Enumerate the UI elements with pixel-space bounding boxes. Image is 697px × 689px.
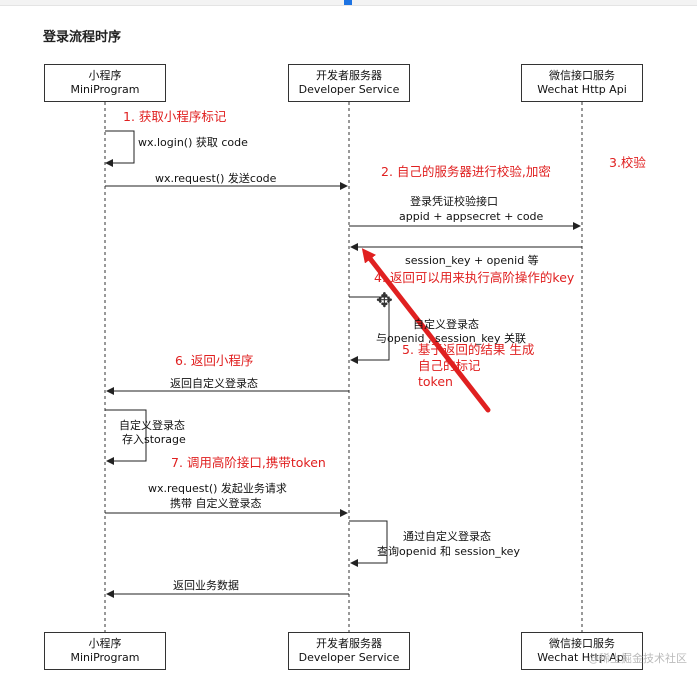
diagram-title: 登录流程时序 xyxy=(43,30,122,45)
msg-query-line2: 查询openid 和 session_key xyxy=(377,545,520,558)
msg-store-line2: 存入storage xyxy=(122,433,186,446)
participant-wechat-api-bottom: 微信接口服务 Wechat Http Api xyxy=(521,632,643,670)
move-cursor-icon: ✥ xyxy=(376,288,393,312)
arrow-query xyxy=(349,520,388,567)
red-annotation-arrow xyxy=(361,248,491,413)
participant-wechat-api-top: 微信接口服务 Wechat Http Api xyxy=(521,64,643,102)
participant-label: 微信接口服务 xyxy=(549,637,615,650)
participant-developer-service-bottom: 开发者服务器 Developer Service xyxy=(288,632,410,670)
msg-verify-line2: appid + appsecret + code xyxy=(399,210,544,223)
msg-return-state: 返回自定义登录态 xyxy=(170,377,258,390)
participant-sublabel: Developer Service xyxy=(298,651,400,664)
msg-session-return: session_key + openid 等 xyxy=(405,254,539,267)
msg-query-line1: 通过自定义登录态 xyxy=(403,530,491,543)
arrow-custom-state xyxy=(349,296,390,364)
msg-custom-state-line2: 与openid , session_key 关联 xyxy=(376,332,526,345)
participant-miniprogram-top: 小程序 MiniProgram xyxy=(44,64,166,102)
annotation-step-3: 3.校验 xyxy=(609,155,646,170)
msg-biz-line1: wx.request() 发起业务请求 xyxy=(148,482,287,495)
participant-label: 小程序 xyxy=(88,69,122,82)
participant-miniprogram-bottom: 小程序 MiniProgram xyxy=(44,632,166,670)
participant-sublabel: Wechat Http Api xyxy=(537,83,627,96)
participant-label: 开发者服务器 xyxy=(316,69,382,82)
participant-developer-service-top: 开发者服务器 Developer Service xyxy=(288,64,410,102)
participant-label: 微信接口服务 xyxy=(549,69,615,82)
annotation-step-4: 4. 返回可以用来执行高阶操作的key xyxy=(374,270,575,285)
participant-sublabel: Wechat Http Api xyxy=(537,651,627,664)
msg-biz-return: 返回业务数据 xyxy=(173,579,239,592)
participant-label: 小程序 xyxy=(88,637,122,650)
msg-wx-login: wx.login() 获取 code xyxy=(138,136,248,149)
top-bar-marker xyxy=(344,0,352,5)
annotation-step-5-line2: 自己的标记 xyxy=(418,358,481,373)
arrow-store xyxy=(105,409,147,465)
annotation-step-1: 1. 获取小程序标记 xyxy=(123,109,227,124)
participant-label: 开发者服务器 xyxy=(316,637,382,650)
arrow-wx-login xyxy=(105,130,135,167)
watermark: @稀土掘金技术社区 xyxy=(588,652,687,665)
msg-store-line1: 自定义登录态 xyxy=(119,419,185,432)
top-bar xyxy=(0,0,697,6)
annotation-step-5-line3: token xyxy=(418,374,453,389)
annotation-step-6: 6. 返回小程序 xyxy=(175,353,254,368)
participant-sublabel: MiniProgram xyxy=(70,651,140,664)
msg-biz-line2: 携带 自定义登录态 xyxy=(170,497,262,510)
msg-custom-state-line1: 自定义登录态 xyxy=(413,318,479,331)
participant-sublabel: Developer Service xyxy=(298,83,400,96)
msg-request-code: wx.request() 发送code xyxy=(155,172,277,185)
annotation-step-7: 7. 调用高阶接口,携带token xyxy=(171,455,326,470)
participant-sublabel: MiniProgram xyxy=(70,83,140,96)
annotation-step-5-line1: 5. 基于返回的结果 生成 xyxy=(402,342,535,357)
annotation-step-2: 2. 自己的服务器进行校验,加密 xyxy=(381,164,551,179)
msg-verify-line1: 登录凭证校验接口 xyxy=(410,195,498,208)
